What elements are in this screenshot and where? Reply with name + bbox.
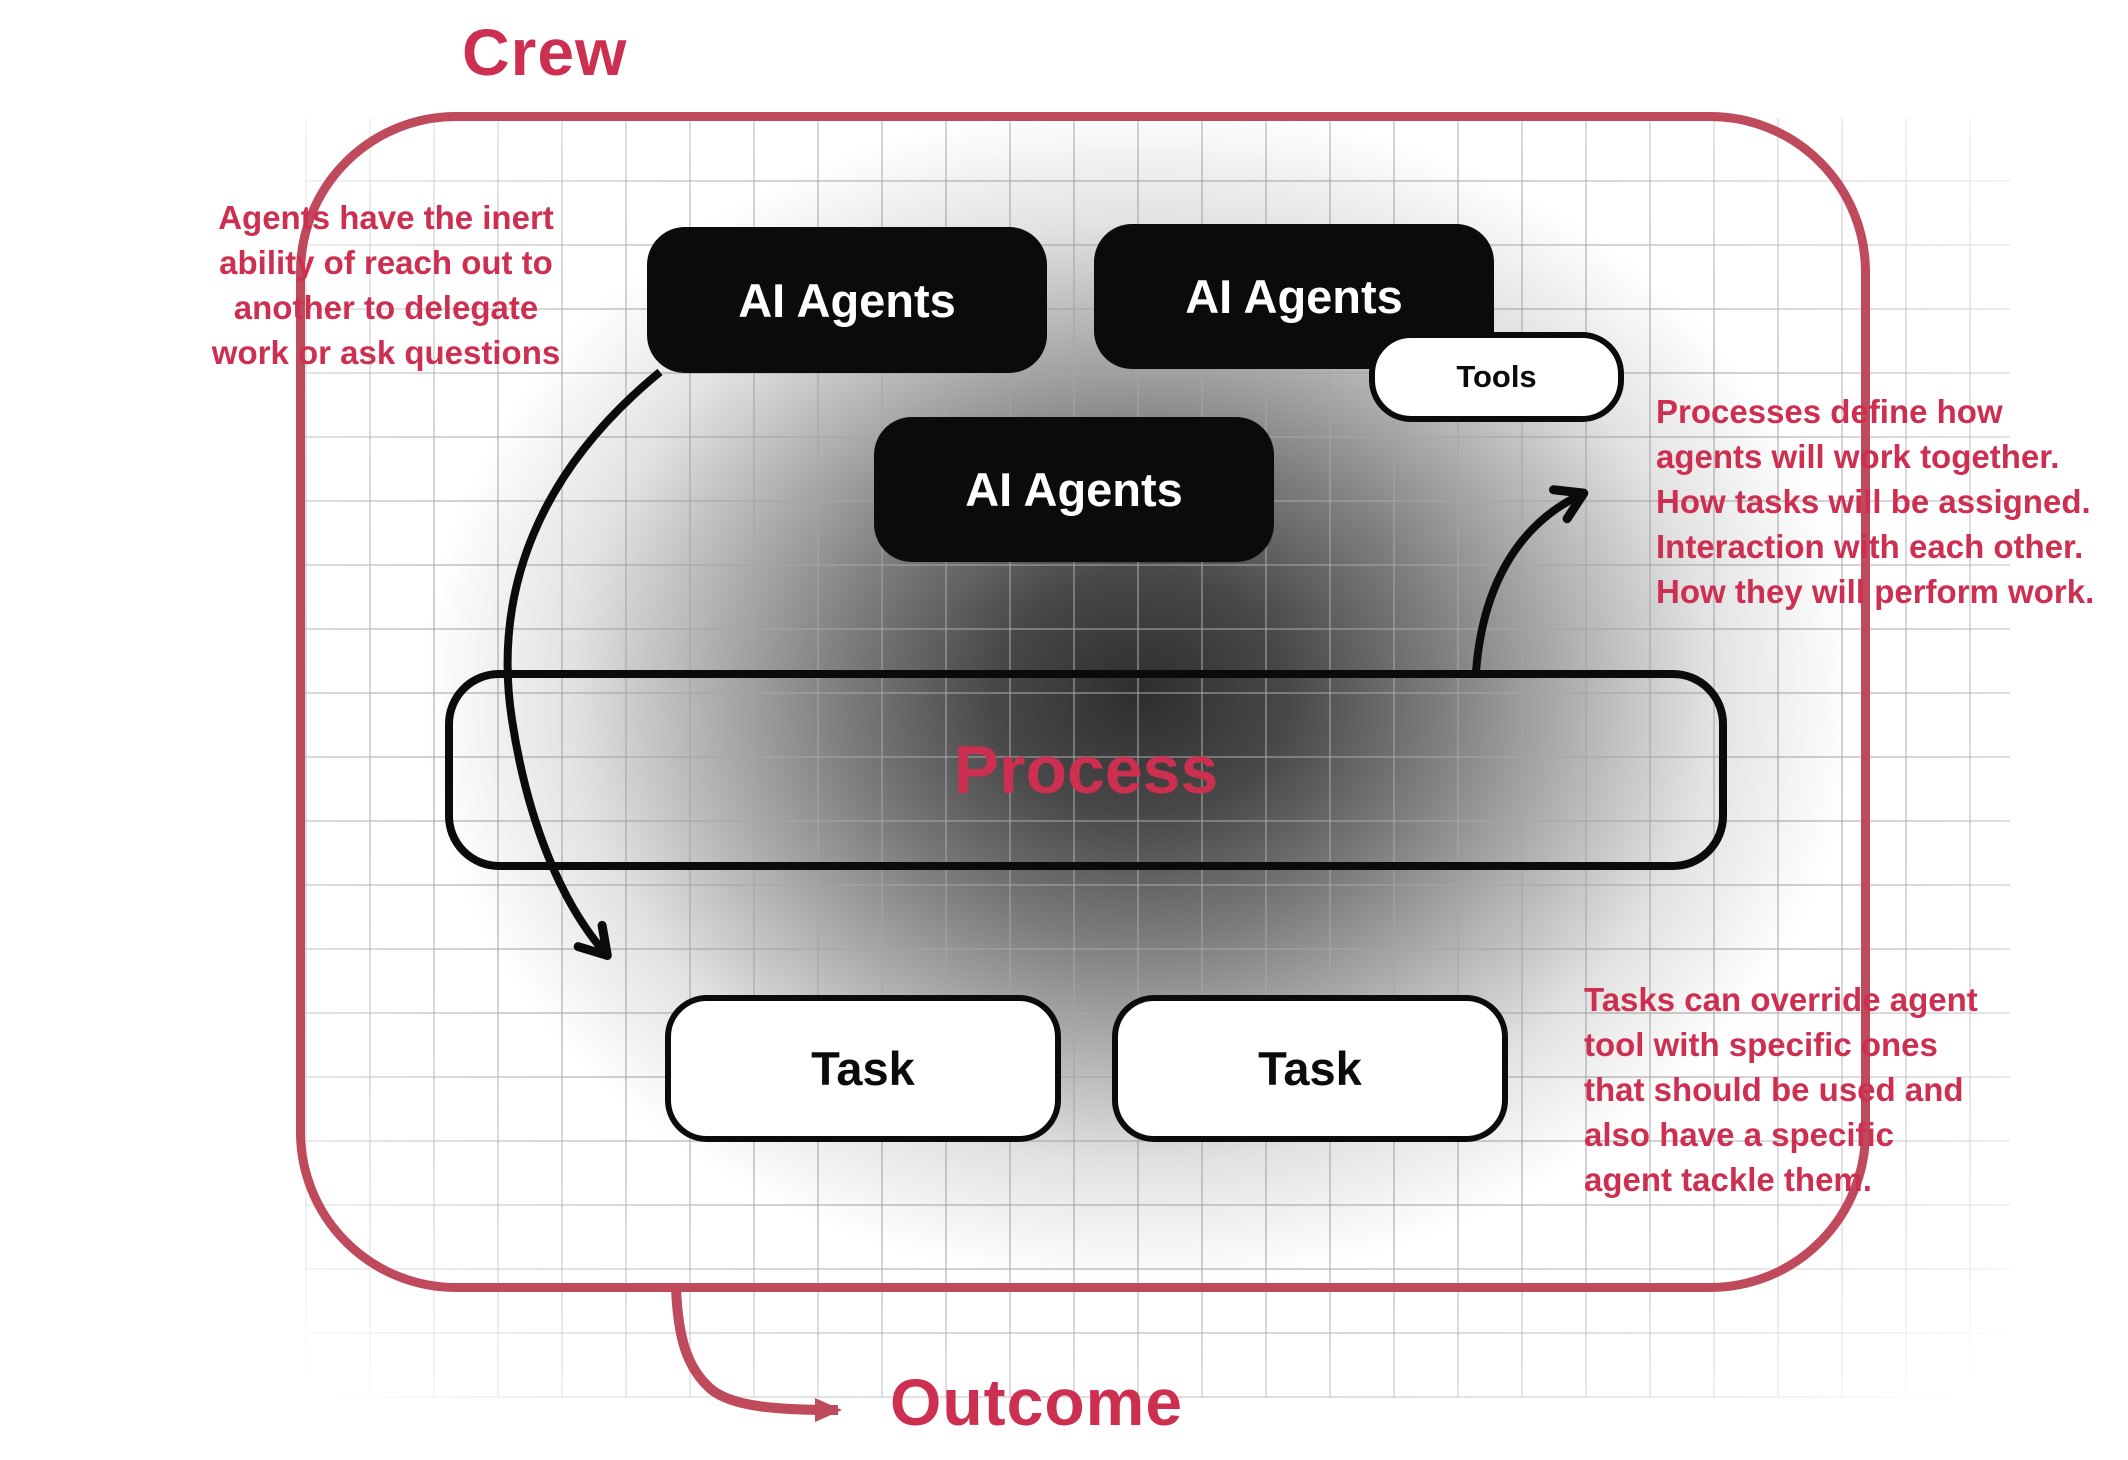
annotation-processes: Processes define how agents will work to… bbox=[1656, 393, 2095, 610]
crew-boundary-box bbox=[296, 112, 1870, 1292]
annotation-tasks: Tasks can override agent tool with speci… bbox=[1584, 981, 1978, 1198]
crew-title: Crew bbox=[462, 15, 628, 89]
ai-agents-label: AI Agents bbox=[1185, 270, 1403, 323]
task-box-1: Task bbox=[665, 995, 1061, 1142]
outcome-title: Outcome bbox=[890, 1365, 1184, 1439]
ai-agents-label: AI Agents bbox=[738, 273, 956, 327]
tools-box: Tools bbox=[1369, 332, 1624, 422]
ai-agents-label: AI Agents bbox=[965, 463, 1183, 516]
tools-label: Tools bbox=[1456, 359, 1537, 394]
task-box-2: Task bbox=[1112, 995, 1508, 1142]
annotation-agents-delegation: Agents have the inert ability of reach o… bbox=[211, 199, 561, 371]
ai-agents-box-1: AI Agents bbox=[647, 227, 1047, 373]
process-label: Process bbox=[953, 732, 1219, 808]
process-bar: Process bbox=[445, 670, 1727, 870]
ai-agents-box-3: AI Agents bbox=[874, 417, 1274, 562]
task-label: Task bbox=[1258, 1042, 1362, 1095]
task-label: Task bbox=[811, 1042, 915, 1095]
